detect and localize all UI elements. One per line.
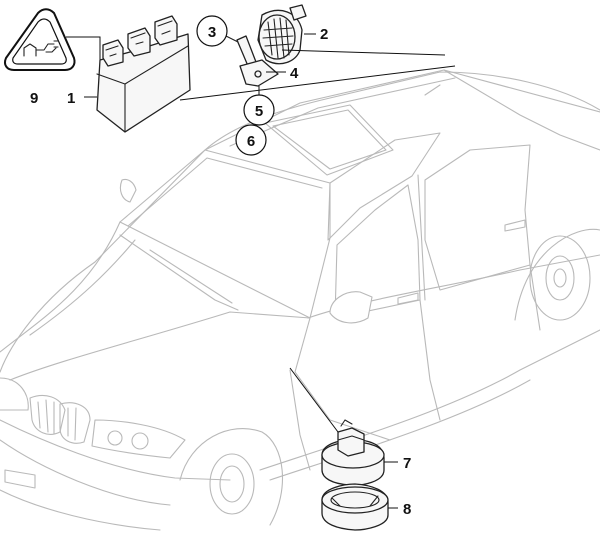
callout-3: 3 xyxy=(208,24,216,41)
leader-9 xyxy=(66,36,101,60)
leader-7b xyxy=(289,367,339,433)
car-illustration xyxy=(0,69,600,531)
callout-6-circle: 6 xyxy=(235,124,267,156)
callout-9: 9 xyxy=(30,90,38,107)
callout-4: 4 xyxy=(290,65,299,82)
leader-2b xyxy=(281,49,446,56)
callout-2: 2 xyxy=(320,26,328,43)
part-2-sensor xyxy=(257,4,307,65)
leader-1b xyxy=(179,65,456,101)
part-9-warning-label xyxy=(4,8,76,71)
part-7-siren xyxy=(321,419,385,486)
part-4-bracket xyxy=(225,35,279,87)
callout-7: 7 xyxy=(403,455,411,472)
callout-6: 6 xyxy=(247,133,255,150)
callout-5-circle: 5 xyxy=(243,94,275,126)
callout-8: 8 xyxy=(403,501,411,518)
callout-5: 5 xyxy=(255,103,263,120)
callout-3-circle: 3 xyxy=(196,15,228,47)
callout-1: 1 xyxy=(67,90,75,107)
part-8-ring xyxy=(321,483,389,531)
part-1-control-unit xyxy=(96,15,191,133)
